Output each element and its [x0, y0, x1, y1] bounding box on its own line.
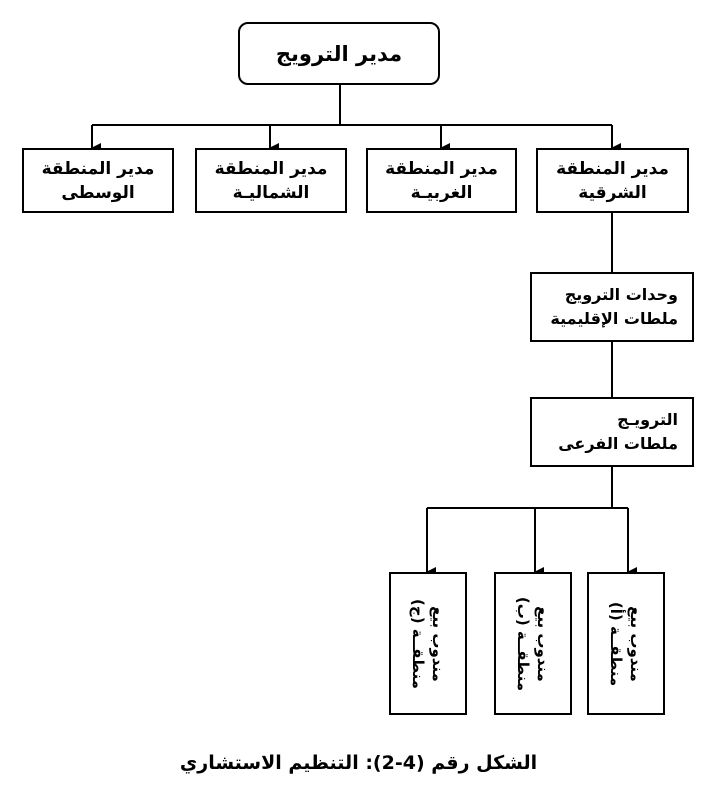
rep-a-line1: مندوب بيع — [627, 605, 645, 682]
region-west-box: مدير المنطقة الغربيـة — [366, 148, 517, 213]
region-east-line2: الشرقية — [578, 182, 647, 203]
region-north-box: مدير المنطقة الشماليـة — [195, 148, 347, 213]
branch-promotion-box: الترويـج ملطات الفرعى — [530, 397, 694, 467]
rep-c-box: مندوب بيع منطقــة (ج) — [389, 572, 467, 715]
rep-a-line2: منطقــة (أ) — [607, 601, 625, 686]
regional-units-line1: وحدات الترويج — [564, 285, 678, 304]
figure-caption: الشكل رقم (4-2): التنظيم الاستشاري — [179, 752, 538, 774]
rep-c-line1: مندوب بيع — [429, 605, 447, 682]
region-north-line2: الشماليـة — [232, 182, 310, 203]
rep-c-line2: منطقــة (ج) — [409, 598, 427, 689]
branch-line1: الترويـج — [617, 410, 678, 429]
region-east-box: مدير المنطقة الشرقية — [536, 148, 689, 213]
region-central-line2: الوسطى — [61, 182, 135, 203]
promotion-manager-box: مدير الترويج — [238, 22, 440, 85]
rep-b-box: مندوب بيع منطقــة (ب) — [494, 572, 572, 715]
rep-a-box: مندوب بيع منطقــة (أ) — [587, 572, 665, 715]
branch-line2: ملطات الفرعى — [558, 434, 678, 453]
promotion-manager-label: مدير الترويج — [275, 41, 403, 66]
region-west-line1: مدير المنطقة — [385, 158, 498, 179]
regional-units-line2: ملطات الإقليمية — [550, 309, 678, 328]
rep-b-line2: منطقــة (ب) — [514, 596, 532, 691]
region-north-line1: مدير المنطقة — [214, 158, 328, 179]
region-central-box: مدير المنطقة الوسطى — [22, 148, 174, 213]
regional-units-box: وحدات الترويج ملطات الإقليمية — [530, 272, 694, 342]
rep-b-line1: مندوب بيع — [534, 605, 552, 682]
region-east-line1: مدير المنطقة — [556, 158, 669, 179]
region-west-line2: الغربيـة — [410, 182, 473, 203]
region-central-line1: مدير المنطقة — [41, 158, 155, 179]
